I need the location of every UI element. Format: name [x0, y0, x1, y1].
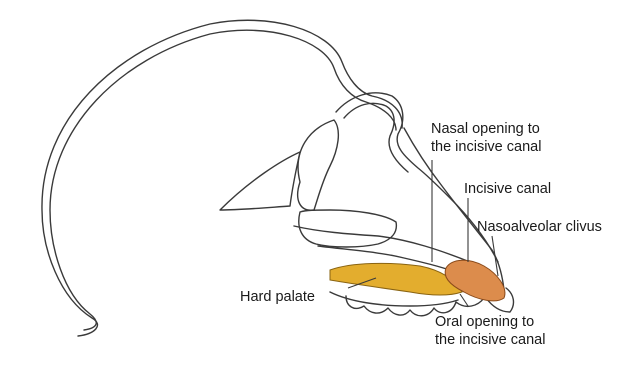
- label-nasal-opening: Nasal opening to the incisive canal: [431, 120, 541, 156]
- maxilla-upper: [294, 226, 470, 262]
- sphenoid-wing: [220, 152, 300, 210]
- leader-nasoalveolar-clivus: [492, 236, 498, 276]
- cranial-vault-inner: [50, 30, 396, 330]
- ethmoid-outline: [298, 120, 339, 210]
- label-oral-opening: Oral opening to the incisive canal: [435, 313, 545, 349]
- label-hard-palate: Hard palate: [240, 288, 315, 306]
- label-incisive-canal: Incisive canal: [464, 180, 551, 198]
- orbit-bone: [336, 93, 498, 262]
- leader-oral-opening: [460, 294, 468, 306]
- pterygoid: [299, 210, 397, 247]
- label-nasoalveolar-clivus: Nasoalveolar clivus: [477, 218, 602, 236]
- orbit-inner: [344, 103, 408, 172]
- cranial-vault-outer: [42, 20, 402, 336]
- incisive-canal-shape: [445, 260, 505, 301]
